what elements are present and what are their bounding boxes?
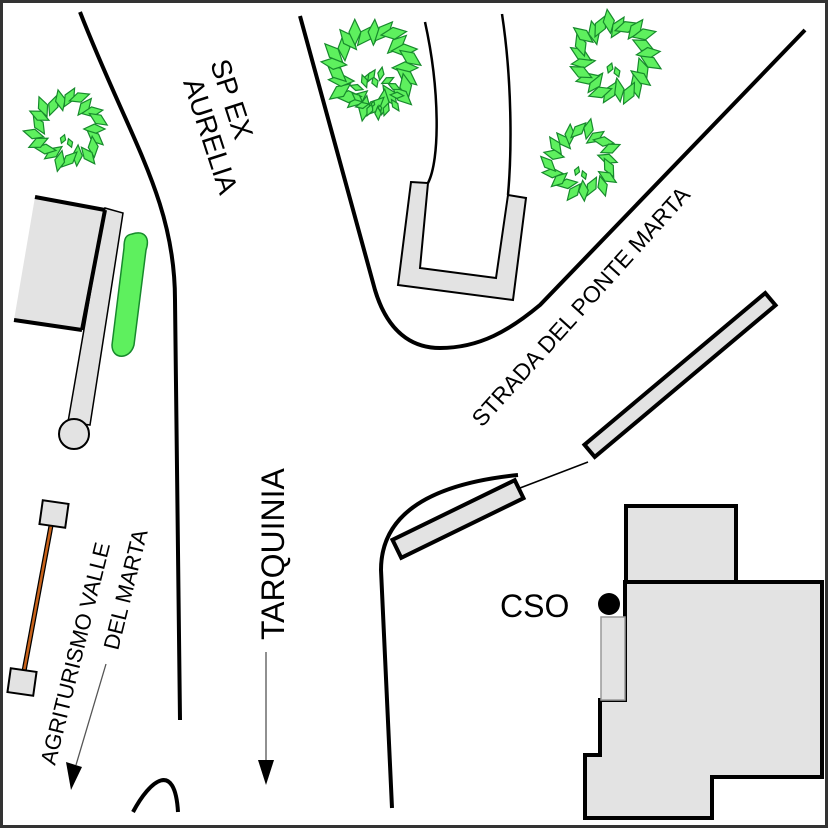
leaf: [390, 98, 400, 112]
tarquinia-arrow-icon: [258, 760, 274, 785]
leaf: [578, 178, 589, 203]
leaf: [597, 174, 608, 198]
tree-canopy-icon: [348, 65, 406, 122]
leaf: [580, 169, 588, 181]
leaf: [370, 100, 376, 108]
leaf: [572, 26, 595, 44]
walkway-west: [67, 207, 124, 426]
leaf: [27, 137, 50, 149]
bar-building-southwest: [389, 477, 527, 561]
leaf: [37, 95, 49, 118]
leaf: [540, 167, 565, 179]
label-cso: CSO: [500, 588, 569, 624]
agriturismo-arrow-icon: [66, 762, 82, 790]
leaf: [622, 81, 636, 106]
cable: [20, 514, 55, 683]
building-west: [14, 197, 105, 332]
leaf: [382, 101, 390, 118]
driveway-edge-left: [423, 21, 438, 184]
leaf: [629, 70, 652, 87]
leaf: [66, 137, 74, 149]
label-tarquinia: TARQUINIA: [255, 467, 291, 640]
leaf: [380, 76, 395, 85]
leaf: [398, 49, 423, 67]
leaf: [67, 92, 91, 103]
trees: [21, 7, 663, 203]
leaf: [59, 133, 67, 145]
cso-marker-icon: [598, 593, 620, 615]
leaf: [542, 149, 566, 161]
leaf: [351, 92, 364, 103]
pole-south: [6, 667, 38, 697]
leaf: [354, 101, 371, 110]
leaf: [348, 83, 365, 92]
road-edge-strada-ponte-marta-north: [298, 15, 807, 351]
leaf: [386, 82, 402, 91]
road-edge-sp-ex-aurelia: [78, 11, 182, 721]
leaf: [21, 128, 46, 140]
leaf: [583, 117, 594, 141]
leaf: [323, 42, 344, 64]
leaf: [87, 134, 99, 159]
leaf: [639, 55, 663, 70]
agriturismo-arrow-shaft: [75, 663, 107, 766]
leaf: [80, 146, 96, 165]
cso-side-unit: [600, 616, 626, 701]
leaf: [568, 66, 594, 79]
leaf: [366, 68, 376, 83]
road-edge-bottom: [131, 778, 180, 813]
tree-canopy-icon: [539, 117, 622, 203]
leaf: [606, 62, 614, 74]
tree-canopy-icon: [21, 86, 109, 173]
driveway-edge-right: [500, 13, 512, 196]
leaf: [627, 18, 644, 41]
leaf: [328, 83, 352, 100]
road-edge-strada-ponte-marta-south: [378, 473, 519, 809]
leaf: [550, 172, 569, 188]
leaf: [566, 182, 581, 202]
round-feature: [58, 418, 90, 450]
leaf: [54, 149, 66, 173]
leaf: [613, 66, 621, 78]
leaf: [319, 56, 349, 70]
leaf: [54, 88, 66, 112]
leaf: [555, 131, 572, 150]
leaf: [602, 7, 615, 35]
leaf: [374, 105, 382, 122]
leaf: [28, 110, 51, 121]
leaf: [573, 165, 581, 177]
connector-line: [519, 461, 589, 489]
leaf: [339, 28, 358, 51]
hedge: [111, 232, 149, 357]
leaf: [587, 86, 613, 99]
leaf: [597, 170, 618, 184]
leaf: [77, 97, 93, 117]
leaf: [548, 135, 563, 156]
pole-north: [38, 499, 70, 529]
leaf: [377, 104, 383, 112]
leaf: [631, 28, 658, 41]
leaf: [371, 75, 379, 89]
tree-canopy-icon: [568, 7, 663, 106]
leaf: [360, 73, 368, 89]
leaf: [377, 65, 385, 82]
leaf: [88, 112, 109, 126]
leaf: [570, 121, 587, 139]
cso-annex: [624, 504, 738, 584]
leaf: [599, 143, 622, 154]
bar-building-northeast: [581, 290, 779, 460]
leaf: [539, 155, 557, 173]
u-shaped-structure: [396, 180, 528, 302]
leaf: [348, 17, 362, 47]
leaf: [367, 18, 381, 47]
leaf: [388, 91, 406, 100]
leaf: [379, 26, 408, 40]
